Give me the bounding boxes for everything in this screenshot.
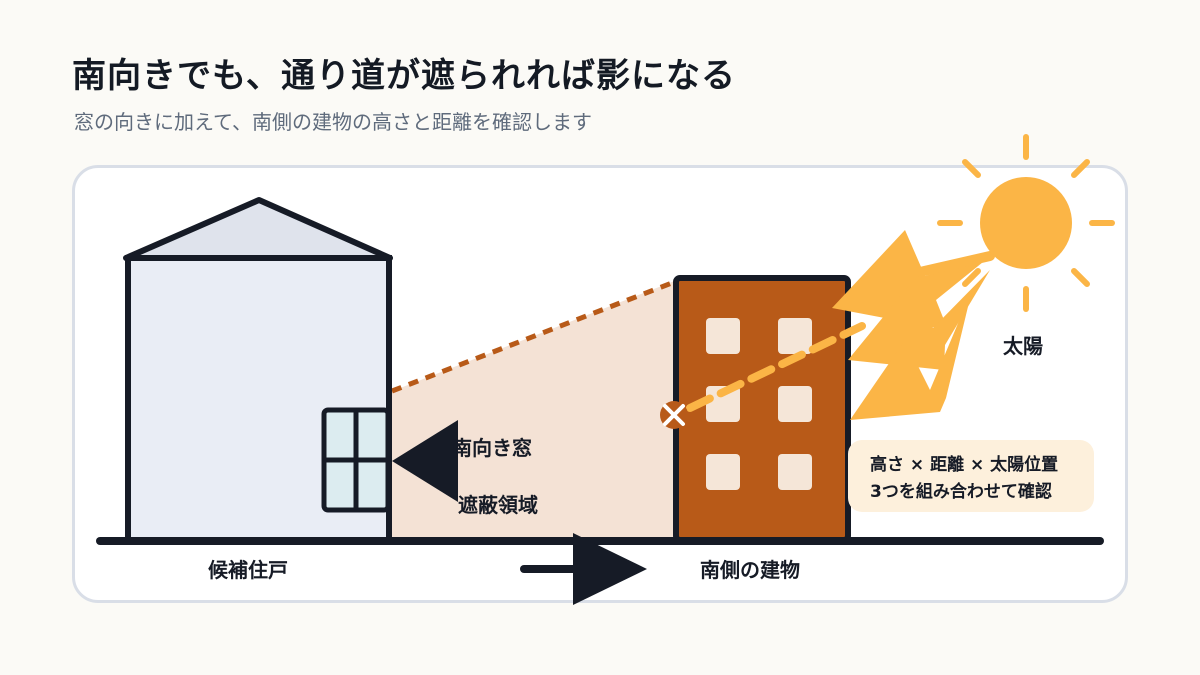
south-building-label: 南側の建物 bbox=[700, 558, 800, 582]
south-direction-arrow-icon bbox=[520, 533, 647, 605]
shadow-boundary-line bbox=[391, 278, 678, 394]
check-note: 高さ × 距離 × 太陽位置 3つを組み合わせて確認 bbox=[848, 440, 1094, 512]
shade-area-label: 遮蔽領域 bbox=[458, 493, 538, 517]
sun-icon bbox=[937, 134, 1115, 312]
blocked-x-icon bbox=[660, 401, 688, 429]
sun-ray-line bbox=[915, 251, 995, 277]
house-roof bbox=[123, 197, 393, 261]
sunlight-rays bbox=[832, 230, 990, 420]
south-window bbox=[321, 407, 391, 513]
house-body bbox=[125, 255, 392, 543]
south-building bbox=[673, 275, 851, 543]
arrow-to-window-icon bbox=[392, 420, 458, 502]
candidate-unit-label: 候補住戸 bbox=[208, 558, 288, 582]
south-window-label: 南向き窓 bbox=[452, 436, 532, 460]
shade-region bbox=[390, 280, 677, 540]
blocked-sunlight-path bbox=[686, 322, 866, 412]
page-title: 南向きでも、通り道が遮られれば影になる bbox=[72, 56, 736, 96]
sun-label: 太陽 bbox=[1003, 334, 1043, 358]
check-note-line-2: 3つを組み合わせて確認 bbox=[870, 482, 1052, 502]
check-note-line-1: 高さ × 距離 × 太陽位置 bbox=[870, 455, 1059, 475]
candidate-house bbox=[123, 197, 393, 543]
page-subtitle: 窓の向きに加えて、南側の建物の高さと距離を確認します bbox=[74, 110, 592, 134]
